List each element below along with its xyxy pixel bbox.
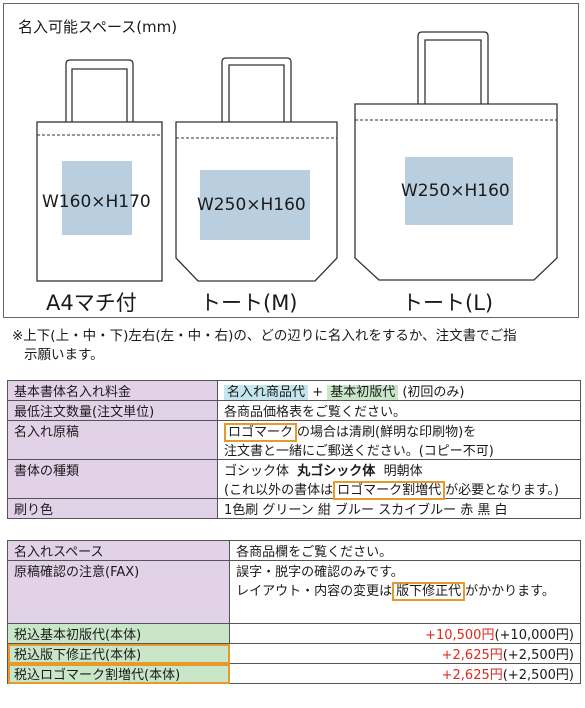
value-text: レイアウト・内容の変更は — [236, 584, 393, 599]
dimension-l: W250×H160 — [401, 181, 510, 201]
revision-fee-tag: 版下修正代 — [392, 582, 466, 601]
row-label: 基本書体名入れ料金 — [7, 380, 218, 401]
row-value: 1色刷 グリーン 紺 ブルー スカイブルー 赤 黒 白 — [217, 498, 581, 519]
price-value: +2,625円(+2,500円) — [229, 663, 581, 684]
bag-l-icon — [354, 31, 558, 281]
value-text: が必要となります。) — [445, 483, 559, 498]
item-fee-tag: 名入れ商品代 — [224, 385, 309, 400]
table-row: 書体の種類 ゴシック体 丸ゴシック体 明朝体 (これ以外の書体はロゴマーク割増代… — [7, 459, 581, 500]
row-value: 各商品価格表をご覧ください。 — [217, 400, 581, 421]
row-value: 誤字・脱字の確認のみです。 レイアウト・内容の変更は版下修正代がかかります。 — [229, 560, 581, 624]
print-area-a4 — [62, 161, 132, 235]
pricing-table-2: 名入れスペース 各商品欄をご覧ください。 原稿確認の注意(FAX) 誤字・脱字の… — [6, 540, 581, 684]
price-taxed: +10,500円 — [425, 628, 495, 643]
row-value: 各商品欄をご覧ください。 — [229, 540, 581, 561]
pricing-table-1: 基本書体名入れ料金 名入れ商品代 + 基本初版代 (初回のみ) 最低注文数量(注… — [7, 380, 581, 519]
row-value: ロゴマークの場合は清刷(鮮明な印刷物)を 注文書と一緒にご郵送ください。(コピー… — [217, 420, 581, 460]
logo-mark-tag: ロゴマーク — [224, 423, 298, 442]
table-row: 名入れスペース 各商品欄をご覧ください。 — [6, 540, 581, 561]
panel-title: 名入可能スペース(mm) — [18, 18, 178, 36]
bag-label-a4: A4マチ付 — [46, 291, 137, 315]
dimension-a4: W160×H170 — [42, 192, 151, 212]
price-base: (+10,000円) — [494, 628, 574, 643]
bag-label-l: トート(L) — [402, 291, 494, 315]
value-text: 注文書と一緒にご郵送ください。(コピー不可) — [224, 444, 494, 459]
value-text: 誤字・脱字の確認のみです。 — [236, 565, 404, 580]
row-label: 刷り色 — [7, 498, 218, 519]
note-line-1: ※上下(上・中・下)左右(左・中・右)の、どの辺りに名入れをするか、注文書でご指 — [12, 328, 517, 344]
value-text: の場合は清刷(鮮明な印刷物)を — [297, 425, 477, 440]
table-row: 基本書体名入れ料金 名入れ商品代 + 基本初版代 (初回のみ) — [7, 380, 581, 401]
table-row: 刷り色 1色刷 グリーン 紺 ブルー スカイブルー 赤 黒 白 — [7, 498, 581, 519]
row-label: 原稿確認の注意(FAX) — [6, 560, 231, 624]
value-text: がかかります。 — [465, 584, 555, 599]
dimension-m: W250×H160 — [197, 195, 306, 215]
font-gothic: ゴシック体 — [224, 464, 290, 479]
row-label: 最低注文数量(注文単位) — [7, 400, 218, 421]
price-base: (+2,500円) — [502, 668, 574, 683]
row-label: 書体の種類 — [7, 459, 218, 499]
bag-label-m: トート(M) — [200, 291, 298, 315]
logo-surcharge-tag: ロゴマーク割増代 — [333, 481, 446, 500]
row-value: ゴシック体 丸ゴシック体 明朝体 (これ以外の書体はロゴマーク割増代が必要となり… — [217, 459, 581, 500]
price-taxed: +2,625円 — [441, 668, 503, 683]
table-row: 最低注文数量(注文単位) 各商品価格表をご覧ください。 — [7, 400, 581, 421]
price-label: 税込版下修正代(本体) — [6, 643, 231, 664]
plus-sign: + — [312, 385, 324, 400]
table-row: 名入れ原稿 ロゴマークの場合は清刷(鮮明な印刷物)を 注文書と一緒にご郵送くださ… — [7, 420, 581, 460]
price-row: 税込基本初版代(本体) +10,500円(+10,000円) — [6, 623, 581, 644]
price-value: +10,500円(+10,000円) — [229, 623, 581, 644]
table-row: 原稿確認の注意(FAX) 誤字・脱字の確認のみです。 レイアウト・内容の変更は版… — [6, 560, 581, 624]
row-label: 名入れ原稿 — [7, 420, 218, 460]
price-row: 税込ロゴマーク割増代(本体) +2,625円(+2,500円) — [6, 663, 581, 684]
price-row: 税込版下修正代(本体) +2,625円(+2,500円) — [6, 643, 581, 664]
font-maru-gothic: 丸ゴシック体 — [297, 464, 376, 479]
font-mincho: 明朝体 — [383, 464, 423, 479]
price-label: 税込基本初版代(本体) — [6, 623, 231, 644]
row-value: 名入れ商品代 + 基本初版代 (初回のみ) — [217, 380, 581, 401]
basic-plate-tag: 基本初版代 — [327, 385, 399, 400]
position-note: ※上下(上・中・下)左右(左・中・右)の、どの辺りに名入れをするか、注文書でご指… — [12, 327, 582, 365]
price-taxed: +2,625円 — [441, 648, 503, 663]
price-value: +2,625円(+2,500円) — [229, 643, 581, 664]
first-time-note: (初回のみ) — [402, 385, 465, 400]
price-label: 税込ロゴマーク割増代(本体) — [6, 663, 231, 684]
note-line-2: 示願います。 — [24, 347, 104, 363]
print-area-m — [200, 170, 310, 240]
row-label: 名入れスペース — [6, 540, 231, 561]
print-area-l — [405, 157, 513, 225]
value-text: (これ以外の書体は — [224, 483, 334, 498]
price-base: (+2,500円) — [502, 648, 574, 663]
